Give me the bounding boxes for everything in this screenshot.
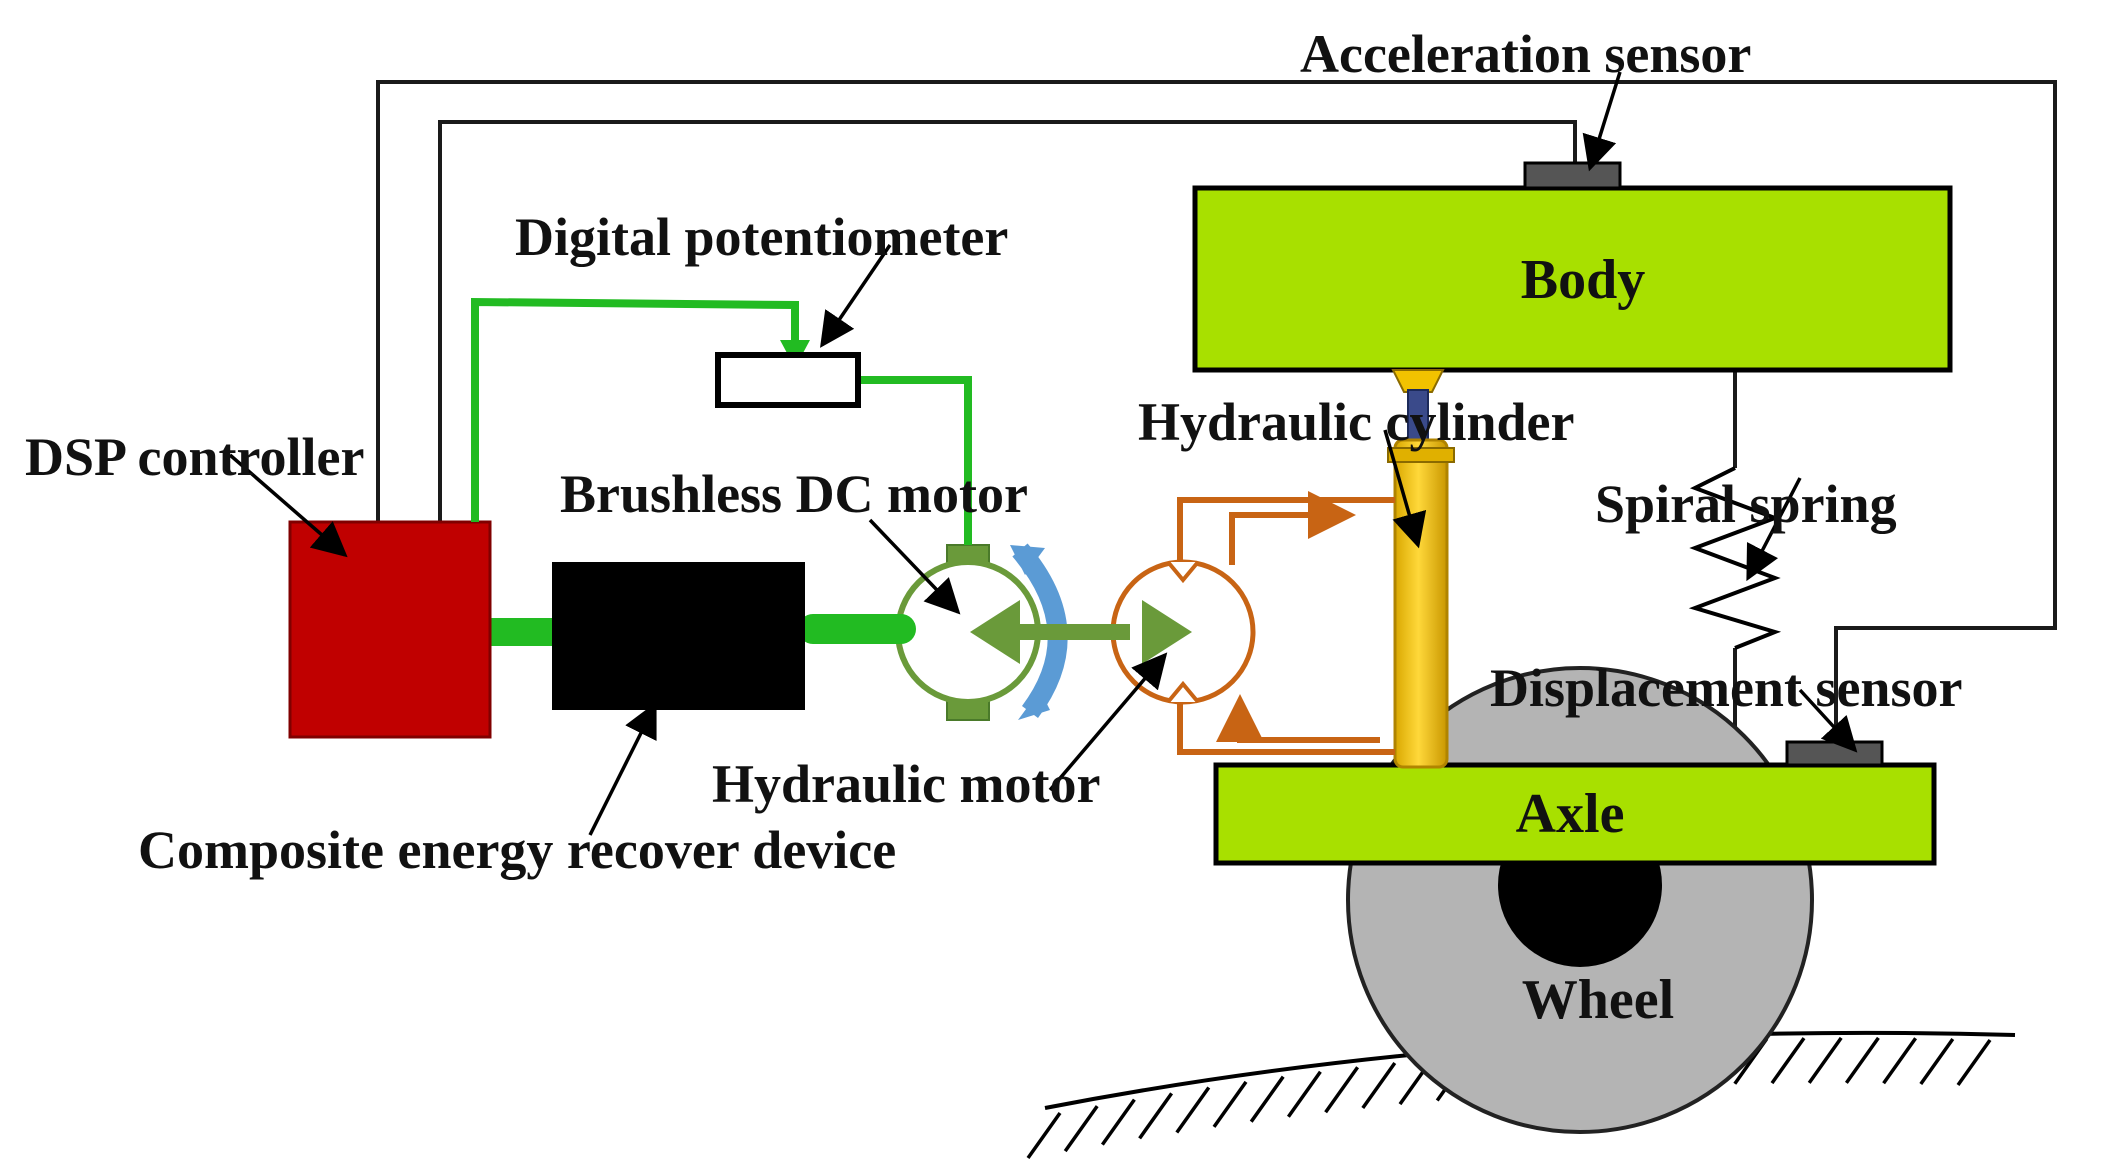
spiral-spring-label: Spiral spring [1595,474,1897,534]
potentiometer-output-wire [858,376,972,545]
road-hatch-mark [1882,1037,1918,1085]
displacement-sensor-label: Displacement sensor [1490,658,1962,718]
acceleration-sensor-wire [438,120,1577,522]
acceleration-sensor [1523,161,1622,190]
axle-label: Axle [1516,783,1625,845]
road-hatch-mark [1138,1092,1174,1140]
hydraulic-motor-notch-bottom [1166,680,1200,704]
cylinder-cap [1387,447,1455,463]
hydraulic-motor-notch-top [1166,560,1200,584]
acceleration-sensor-label: Acceleration sensor [1300,24,1751,84]
digital-potentiometer [715,352,861,408]
displacement-sensor-wire [376,80,2057,745]
road-hatch-mark [1361,1061,1397,1110]
coupling-arrow [970,600,1192,664]
wheel-label: Wheel [1522,969,1674,1031]
road-hatch-mark [1770,1037,1806,1085]
composite-energy-recover-device-block [552,562,805,710]
road-hatch-mark [1100,1098,1136,1146]
road-hatch-mark [1844,1036,1880,1084]
road-hatch-mark [1212,1080,1248,1128]
road-hatch-mark [1063,1105,1099,1153]
potentiometer-signal-wire [471,297,799,522]
leader-lines [228,71,1858,836]
spiral-spring [1688,466,1782,650]
road-hatch-mark [1286,1070,1322,1118]
road-hatch-mark [1026,1111,1062,1160]
dsp-controller-label: DSP controller [25,427,364,487]
hydraulic-motor-label: Hydraulic motor [712,754,1100,814]
shaft-left [478,618,566,646]
composite-energy-recover-device-label: Composite energy recover device [138,820,896,880]
road-hatch-mark [1324,1066,1360,1114]
flow-arrow-top [1229,491,1356,565]
digital-potentiometer-label: Digital potentiometer [515,207,1008,267]
shaft-right [798,614,916,644]
sensor-wiring [376,80,2057,770]
road-hatch-mark [1175,1086,1211,1134]
flow-arrow-bottom [1216,694,1380,743]
dsp-controller-block [288,520,492,739]
body-block [1192,185,1953,373]
brushless-dc-motor-label: Brushless DC motor [560,464,1028,524]
axle-block [1213,762,1937,866]
cylinder-top-mount [1391,369,1445,393]
displacement-sensor [1785,740,1884,767]
road-hatch-mark [1807,1036,1843,1084]
body-label: Body [1521,249,1646,311]
road-hatch-mark [1919,1037,1955,1085]
road-hatch-mark [1956,1038,1992,1087]
hydraulic-cylinder-label: Hydraulic cylinder [1138,392,1574,452]
road-hatch-mark [1249,1075,1285,1123]
